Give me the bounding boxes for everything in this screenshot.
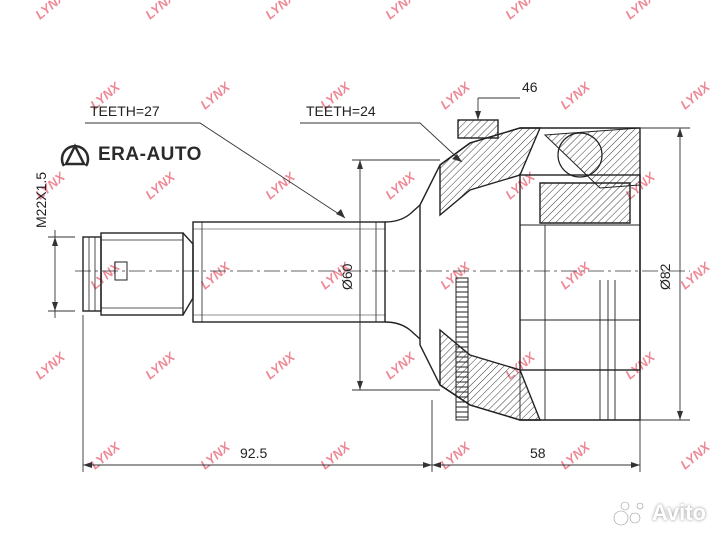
lynx-watermark: LYNX bbox=[382, 348, 418, 382]
era-auto-logo-text: ERA-AUTO bbox=[98, 144, 202, 165]
lynx-watermark: LYNX bbox=[677, 258, 713, 292]
avito-watermark: Avito bbox=[613, 500, 706, 526]
lynx-watermark: LYNX bbox=[197, 438, 233, 472]
lynx-watermark: LYNX bbox=[382, 0, 418, 22]
lynx-watermark: LYNX bbox=[382, 168, 418, 202]
lynx-watermark: LYNX bbox=[557, 438, 593, 472]
lynx-watermark: LYNX bbox=[142, 0, 178, 22]
dimension-arrowheads bbox=[52, 111, 683, 468]
lynx-watermark: LYNX bbox=[32, 0, 68, 22]
avito-dots-icon bbox=[613, 501, 644, 526]
lynx-watermark: LYNX bbox=[262, 0, 298, 22]
lynx-watermark: LYNX bbox=[87, 438, 123, 472]
length-left-label: 92.5 bbox=[240, 445, 267, 461]
lynx-watermark: LYNX bbox=[87, 258, 123, 292]
lynx-watermark-layer: LYNX LYNX LYNX LYNX LYNX LYNX LYNX LYNX LYNX LYNX… bbox=[32, 0, 713, 472]
lynx-watermark: LYNX bbox=[437, 78, 473, 112]
dimension-lines bbox=[48, 97, 690, 472]
era-auto-emblem-icon bbox=[60, 143, 90, 167]
era-auto-logo: ERA-AUTO bbox=[58, 140, 202, 170]
lynx-watermark: LYNX bbox=[262, 348, 298, 382]
lynx-watermark: LYNX bbox=[677, 78, 713, 112]
lynx-watermark: LYNX bbox=[317, 438, 353, 472]
dim-46-label: 46 bbox=[522, 79, 538, 95]
teeth-inner-label: TEETH=24 bbox=[306, 103, 376, 119]
thread-spec-label: M22X1.5 bbox=[33, 172, 49, 228]
dia-60-label: Ø60 bbox=[339, 263, 355, 290]
axle-shaft bbox=[82, 204, 421, 340]
lynx-watermark: LYNX bbox=[142, 348, 178, 382]
length-right-label: 58 bbox=[530, 445, 546, 461]
lynx-watermark: LYNX bbox=[502, 0, 538, 22]
teeth-outer-label: TEETH=27 bbox=[90, 103, 160, 119]
dia-82-label: Ø82 bbox=[657, 263, 673, 290]
avito-text: Avito bbox=[651, 500, 706, 525]
lynx-watermark: LYNX bbox=[557, 78, 593, 112]
lynx-watermark: LYNX bbox=[677, 438, 713, 472]
lynx-watermark: LYNX bbox=[557, 258, 593, 292]
lynx-watermark: LYNX bbox=[142, 168, 178, 202]
lynx-watermark: LYNX bbox=[197, 258, 233, 292]
abs-tone-ring bbox=[455, 277, 469, 421]
lynx-watermark: LYNX bbox=[437, 438, 473, 472]
lynx-watermark: LYNX bbox=[197, 78, 233, 112]
lynx-watermark: LYNX bbox=[262, 168, 298, 202]
lynx-watermark: LYNX bbox=[622, 0, 658, 22]
lynx-watermark: LYNX bbox=[32, 348, 68, 382]
